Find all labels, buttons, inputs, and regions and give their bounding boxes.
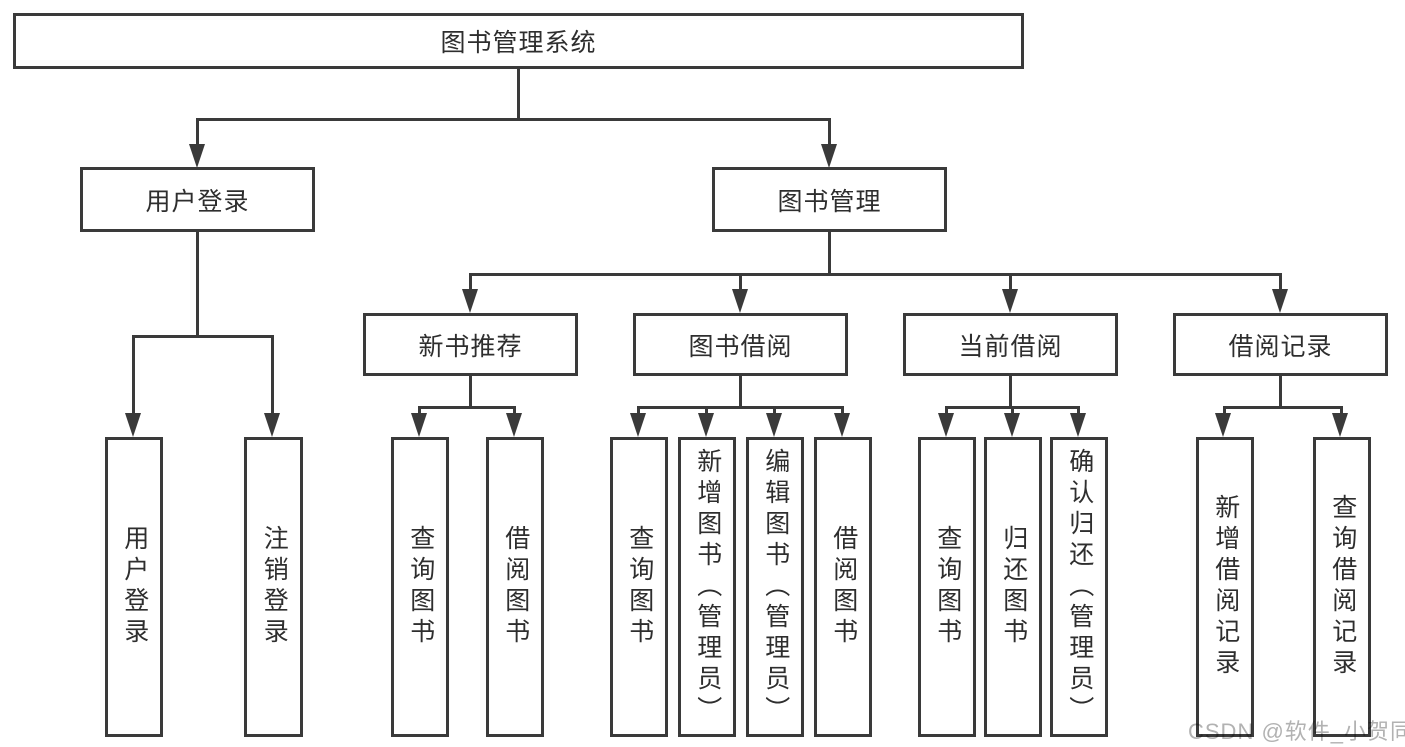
arrowhead-down-icon xyxy=(411,413,427,437)
connector-line xyxy=(513,406,516,418)
leaf-logout: 注销登录 xyxy=(244,437,303,737)
connector-line xyxy=(705,406,708,418)
leaf-query-borrow-record-label: 查询借阅记录 xyxy=(1328,494,1357,680)
node-book-management: 图书管理 xyxy=(712,167,947,232)
leaf-borrow-book-recommend-label: 借阅图书 xyxy=(501,525,530,649)
connector-line xyxy=(828,232,831,276)
leaf-logout-label: 注销登录 xyxy=(260,525,289,649)
connector-line xyxy=(1077,406,1080,418)
node-root-label: 图书管理系统 xyxy=(440,29,597,57)
leaf-return-book-label: 归还图书 xyxy=(999,525,1028,649)
node-current-borrowing: 当前借阅 xyxy=(903,313,1118,376)
arrowhead-down-icon xyxy=(125,413,141,437)
arrowhead-down-icon xyxy=(1272,289,1288,313)
arrowhead-down-icon xyxy=(1002,289,1018,313)
watermark: CSDN @软件_小贺同学 xyxy=(1188,719,1405,744)
node-book-management-label: 图书管理 xyxy=(777,187,882,216)
arrowhead-down-icon xyxy=(506,413,522,437)
connector-line xyxy=(517,69,520,121)
connector-line xyxy=(469,273,472,295)
node-book-borrowing-label: 图书借阅 xyxy=(688,332,793,361)
leaf-return-book: 归还图书 xyxy=(984,437,1042,737)
node-new-book-recommendation: 新书推荐 xyxy=(363,313,578,376)
arrowhead-down-icon xyxy=(732,289,748,313)
leaf-query-book-recommend: 查询图书 xyxy=(391,437,449,737)
leaf-query-borrow-record: 查询借阅记录 xyxy=(1313,437,1371,737)
node-new-book-recommendation-label: 新书推荐 xyxy=(418,332,523,361)
arrowhead-down-icon xyxy=(1070,413,1086,437)
leaf-edit-book-admin-label: 编辑图书（管理员） xyxy=(761,447,790,727)
connector-line xyxy=(1011,406,1014,418)
arrowhead-down-icon xyxy=(834,413,850,437)
arrowhead-down-icon xyxy=(462,289,478,313)
leaf-query-book-recommend-label: 查询图书 xyxy=(406,525,435,649)
node-current-borrowing-label: 当前借阅 xyxy=(958,332,1063,361)
connector-line xyxy=(773,406,776,418)
connector-line xyxy=(1223,406,1226,418)
leaf-user-login: 用户登录 xyxy=(105,437,163,737)
connector-line xyxy=(1009,273,1012,295)
connector-line xyxy=(418,406,421,418)
leaf-add-book-admin-label: 新增图书（管理员） xyxy=(693,447,722,727)
connector-line xyxy=(196,118,199,148)
connector-line xyxy=(945,406,948,418)
arrowhead-down-icon xyxy=(630,413,646,437)
connector-line xyxy=(196,232,199,338)
arrowhead-down-icon xyxy=(1004,413,1020,437)
connector-line xyxy=(196,118,831,121)
leaf-query-book-borrow: 查询图书 xyxy=(610,437,668,737)
connector-line xyxy=(1009,376,1012,409)
connector-line xyxy=(1279,273,1282,295)
node-root: 图书管理系统 xyxy=(13,13,1024,69)
connector-line xyxy=(637,406,844,409)
connector-line xyxy=(1223,406,1343,409)
node-borrowing-records-label: 借阅记录 xyxy=(1228,332,1333,361)
leaf-query-book-current: 查询图书 xyxy=(918,437,976,737)
connector-line xyxy=(1279,376,1282,409)
leaf-query-book-current-label: 查询图书 xyxy=(933,525,962,649)
arrowhead-down-icon xyxy=(1332,413,1348,437)
connector-line xyxy=(132,335,135,419)
connector-line xyxy=(828,118,831,148)
node-user-login: 用户登录 xyxy=(80,167,315,232)
connector-line xyxy=(418,406,516,409)
leaf-add-borrow-record: 新增借阅记录 xyxy=(1196,437,1254,737)
connector-line xyxy=(739,273,742,295)
connector-line xyxy=(132,335,274,338)
connector-line xyxy=(469,376,472,409)
connector-line xyxy=(739,376,742,409)
arrowhead-down-icon xyxy=(1215,413,1231,437)
arrowhead-down-icon xyxy=(189,144,205,168)
node-user-login-label: 用户登录 xyxy=(145,187,250,216)
arrowhead-down-icon xyxy=(938,413,954,437)
leaf-borrow-book: 借阅图书 xyxy=(814,437,872,737)
arrowhead-down-icon xyxy=(766,413,782,437)
leaf-add-borrow-record-label: 新增借阅记录 xyxy=(1211,494,1240,680)
leaf-confirm-return-admin: 确认归还（管理员） xyxy=(1050,437,1108,737)
leaf-add-book-admin: 新增图书（管理员） xyxy=(678,437,736,737)
leaf-borrow-book-recommend: 借阅图书 xyxy=(486,437,544,737)
connector-line xyxy=(1340,406,1343,418)
node-book-borrowing: 图书借阅 xyxy=(633,313,848,376)
arrowhead-down-icon xyxy=(821,144,837,168)
connector-line xyxy=(469,273,1282,276)
leaf-confirm-return-admin-label: 确认归还（管理员） xyxy=(1065,447,1094,727)
arrowhead-down-icon xyxy=(264,413,280,437)
connector-line xyxy=(637,406,640,418)
leaf-borrow-book-label: 借阅图书 xyxy=(829,525,858,649)
leaf-query-book-borrow-label: 查询图书 xyxy=(625,525,654,649)
connector-line xyxy=(841,406,844,418)
connector-line xyxy=(271,335,274,419)
arrowhead-down-icon xyxy=(698,413,714,437)
node-borrowing-records: 借阅记录 xyxy=(1173,313,1388,376)
leaf-user-login-label: 用户登录 xyxy=(120,525,149,649)
leaf-edit-book-admin: 编辑图书（管理员） xyxy=(746,437,804,737)
